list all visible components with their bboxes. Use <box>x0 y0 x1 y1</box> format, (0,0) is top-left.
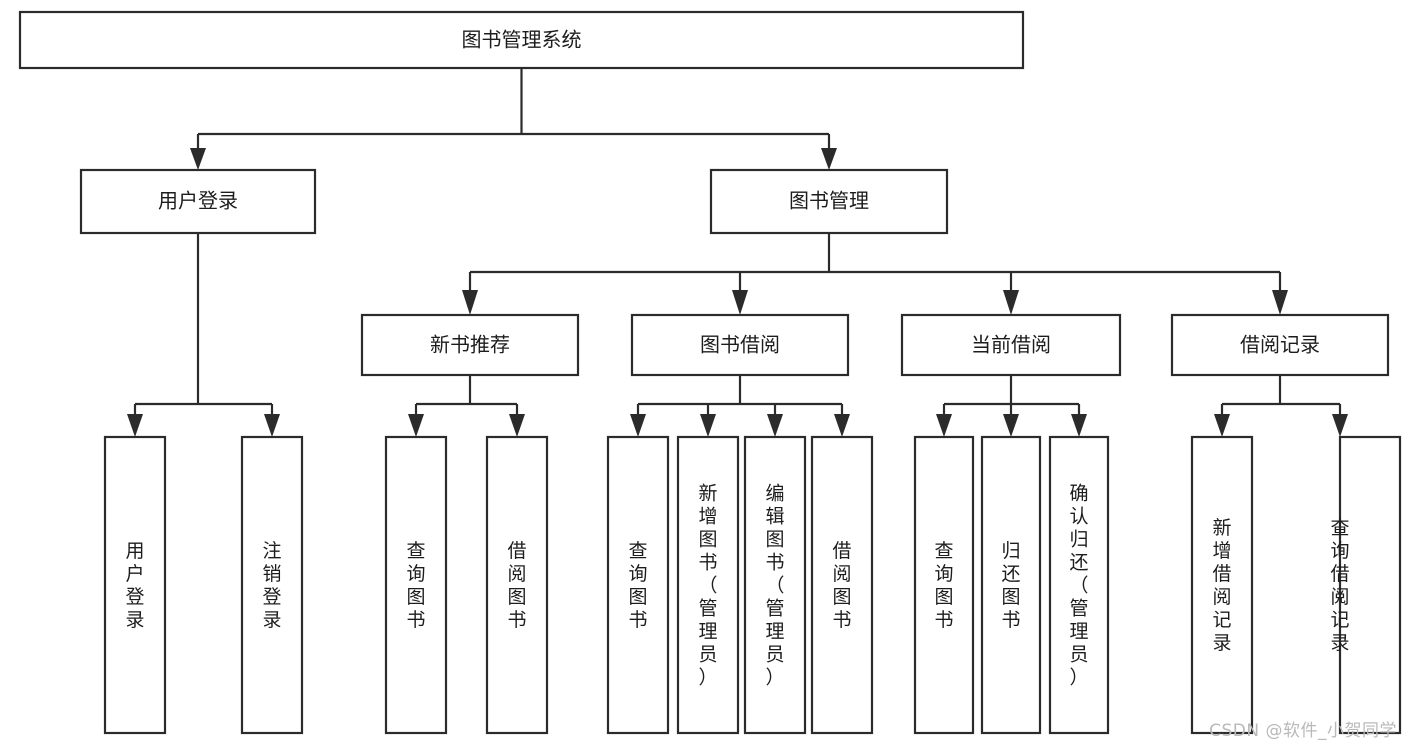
arrow-head-leaf-add-book <box>700 414 716 437</box>
node-leaf-query-book-3-label: 查询图书 <box>934 540 953 631</box>
node-root[interactable]: 图书管理系统 <box>18 10 1025 70</box>
node-current-borrow-box[interactable] <box>900 313 1122 377</box>
node-new-book-recommend-box[interactable] <box>360 313 580 377</box>
node-leaf-confirm-return[interactable]: 确认归还（管理员） <box>1048 435 1110 735</box>
node-new-book-recommend[interactable]: 新书推荐 <box>360 313 580 377</box>
node-leaf-add-record-box[interactable] <box>1190 435 1254 735</box>
node-leaf-edit-book[interactable]: 编辑图书（管理员） <box>743 435 807 735</box>
node-leaf-edit-book-label: 编辑图书（管理员） <box>765 482 784 688</box>
node-leaf-query-book-1-label: 查询图书 <box>406 540 425 631</box>
node-leaf-query-record-box[interactable] <box>1338 435 1402 735</box>
node-leaf-query-book-2-box[interactable] <box>606 435 670 735</box>
node-leaf-borrow-book-2-label: 借阅图书 <box>832 540 851 631</box>
node-root-box[interactable] <box>18 10 1025 70</box>
node-leaf-add-book[interactable]: 新增图书（管理员） <box>676 435 740 735</box>
node-leaf-logout[interactable]: 注销登录 <box>240 435 304 735</box>
node-current-borrow[interactable]: 当前借阅 <box>900 313 1122 377</box>
arrow-head-leaf-borrow-book-1 <box>509 414 525 437</box>
arrow-head-leaf-return-book <box>1003 414 1019 437</box>
arrow-head-borrow-book <box>732 290 748 315</box>
node-leaf-borrow-book-1-label: 借阅图书 <box>507 540 526 631</box>
arrow-head-leaf-borrow-book-2 <box>834 414 850 437</box>
node-leaf-edit-book-box[interactable] <box>743 435 807 735</box>
node-user-login-label: 用户登录 <box>158 189 238 213</box>
node-book-borrow-label: 图书借阅 <box>700 333 780 357</box>
node-leaf-borrow-book-1-box[interactable] <box>485 435 549 735</box>
node-leaf-query-book-3-box[interactable] <box>913 435 975 735</box>
node-leaf-user-login-box[interactable] <box>103 435 167 735</box>
node-leaf-user-login[interactable]: 用户登录 <box>103 435 167 735</box>
node-leaf-user-login-label: 用户登录 <box>125 540 144 631</box>
node-borrow-record[interactable]: 借阅记录 <box>1170 313 1390 377</box>
connector-layer <box>127 68 1348 437</box>
node-book-borrow[interactable]: 图书借阅 <box>630 313 850 377</box>
arrow-head-leaf-query-book-1 <box>408 414 424 437</box>
node-leaf-query-record-label: 查询借阅记录 <box>1330 517 1349 654</box>
node-borrow-record-box[interactable] <box>1170 313 1390 377</box>
node-leaf-query-book-1-box[interactable] <box>384 435 448 735</box>
node-leaf-add-book-box[interactable] <box>676 435 740 735</box>
arrow-head-leaf-query-book-3 <box>936 414 952 437</box>
arrow-head-current-borrow <box>1003 290 1019 315</box>
node-leaf-borrow-book-2-box[interactable] <box>810 435 874 735</box>
node-leaf-query-record[interactable]: 查询借阅记录 <box>1330 435 1402 735</box>
arrow-head-leaf-query-book-2 <box>630 414 646 437</box>
node-leaf-query-book-2[interactable]: 查询图书 <box>606 435 670 735</box>
node-leaf-logout-box[interactable] <box>240 435 304 735</box>
node-leaf-return-book-label: 归还图书 <box>1001 540 1020 631</box>
node-leaf-add-record-label: 新增借阅记录 <box>1212 517 1231 654</box>
node-leaf-confirm-return-box[interactable] <box>1048 435 1110 735</box>
node-book-manage[interactable]: 图书管理 <box>709 168 949 235</box>
node-leaf-borrow-book-2[interactable]: 借阅图书 <box>810 435 874 735</box>
node-leaf-query-book-2-label: 查询图书 <box>628 540 647 631</box>
node-book-borrow-box[interactable] <box>630 313 850 377</box>
arrow-head-leaf-query-record <box>1332 414 1348 437</box>
arrow-head-leaf-confirm-return <box>1071 414 1087 437</box>
arrow-head-leaf-logout <box>264 414 280 437</box>
node-book-manage-box[interactable] <box>709 168 949 235</box>
node-user-login[interactable]: 用户登录 <box>79 168 317 235</box>
node-leaf-borrow-book-1[interactable]: 借阅图书 <box>485 435 549 735</box>
arrow-head-new-book <box>462 290 478 315</box>
node-borrow-record-label: 借阅记录 <box>1240 333 1320 357</box>
node-leaf-confirm-return-label: 确认归还（管理员） <box>1069 482 1088 688</box>
arrow-head-book-manage <box>821 148 837 170</box>
arrow-head-user-login <box>190 148 206 170</box>
arrow-head-leaf-add-record <box>1214 414 1230 437</box>
node-leaf-logout-label: 注销登录 <box>262 540 281 631</box>
node-root-label: 图书管理系统 <box>462 28 582 52</box>
node-book-manage-label: 图书管理 <box>789 189 869 213</box>
node-current-borrow-label: 当前借阅 <box>971 333 1051 357</box>
node-new-book-recommend-label: 新书推荐 <box>430 333 510 357</box>
node-leaf-return-book[interactable]: 归还图书 <box>980 435 1042 735</box>
node-leaf-return-book-box[interactable] <box>980 435 1042 735</box>
csdn-watermark: CSDN @软件_小贺同学 <box>1209 721 1397 741</box>
arrow-head-leaf-edit-book <box>767 414 783 437</box>
node-leaf-add-record[interactable]: 新增借阅记录 <box>1190 435 1254 735</box>
node-leaf-query-book-3[interactable]: 查询图书 <box>913 435 975 735</box>
node-user-login-box[interactable] <box>79 168 317 235</box>
node-leaf-add-book-label: 新增图书（管理员） <box>698 482 717 688</box>
arrow-head-leaf-user-login <box>127 414 143 437</box>
arrow-head-borrow-record <box>1272 290 1288 315</box>
node-leaf-query-book-1[interactable]: 查询图书 <box>384 435 448 735</box>
